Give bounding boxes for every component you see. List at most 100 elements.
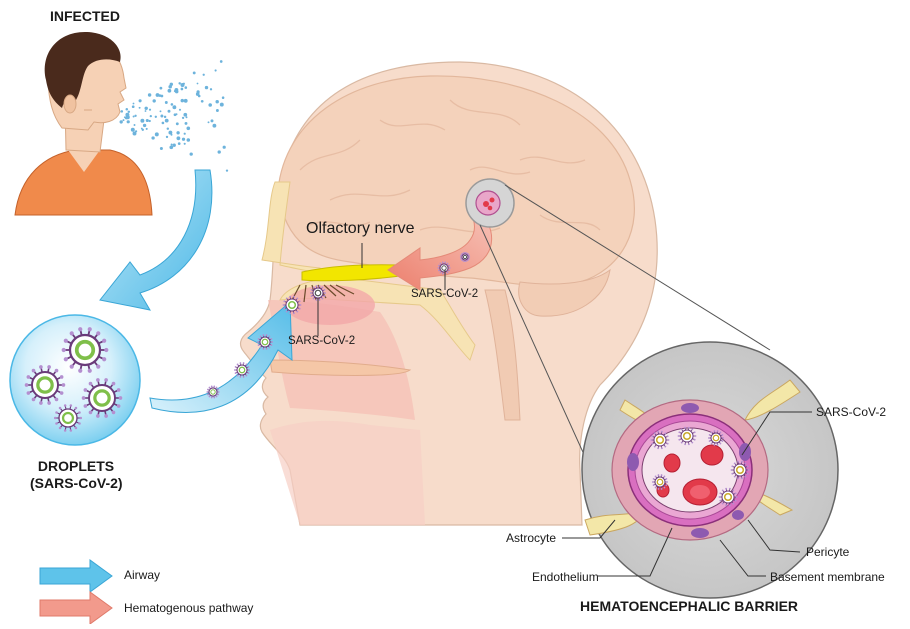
droplet-dot (193, 71, 196, 74)
droplet-dot (133, 103, 135, 105)
sars-nerve-label: SARS-CoV-2 (411, 288, 478, 300)
legend-hematogenous-label: Hematogenous pathway (124, 601, 253, 615)
droplets-label: DROPLETS (SARS-CoV-2) (30, 458, 122, 492)
droplet-dot (176, 113, 178, 115)
astrocyte-label: Astrocyte (506, 531, 556, 545)
droplet-dot (171, 143, 173, 145)
droplet-dot (132, 105, 135, 108)
droplet-dot (198, 95, 201, 98)
droplet-dot (215, 100, 218, 103)
droplet-dot (205, 86, 208, 89)
droplet-dot (146, 128, 148, 130)
pericyte-label: Pericyte (806, 545, 849, 559)
droplet-dot (167, 127, 169, 129)
droplet-dot (166, 136, 168, 138)
droplet-dot (175, 88, 179, 92)
droplet-dot (197, 83, 199, 85)
droplet-dot (211, 119, 214, 122)
barrier-inset (582, 342, 838, 598)
droplet-dot (183, 113, 187, 117)
droplets-label-line2: (SARS-CoV-2) (30, 475, 122, 492)
droplet-dot (220, 103, 224, 107)
droplet-dot (216, 109, 219, 112)
droplet-dot (148, 93, 151, 96)
droplet-dot (176, 136, 180, 140)
droplet-dot (215, 69, 217, 71)
droplet-dot (150, 115, 152, 117)
droplet-dot (125, 113, 129, 117)
droplet-dot (212, 124, 216, 128)
droplet-dot (184, 133, 186, 135)
droplets-label-line1: DROPLETS (30, 458, 122, 475)
droplet-dot (123, 119, 125, 121)
droplet-dot (220, 60, 223, 63)
droplet-dot (144, 107, 147, 110)
droplet-dot (134, 115, 136, 117)
droplet-dot (183, 83, 185, 85)
droplet-dot (128, 111, 130, 113)
droplet-dot (155, 132, 159, 136)
droplet-dot (203, 74, 205, 76)
endothelium-label: Endothelium (532, 570, 599, 584)
droplet-dot (134, 124, 136, 126)
droplet-dot (120, 120, 123, 123)
droplet-dot (176, 131, 179, 134)
droplet-dot (155, 116, 157, 118)
droplet-dot (165, 119, 169, 123)
droplet-dot (153, 99, 156, 102)
droplet-dot (223, 146, 226, 149)
droplet-dot (179, 109, 181, 111)
droplet-dot (176, 122, 179, 125)
droplet-dot (174, 105, 176, 107)
droplet-dot (178, 142, 181, 145)
droplet-dot (182, 138, 185, 141)
droplet-dot (160, 115, 163, 118)
droplet-dot (168, 110, 171, 113)
barrier-title: HEMATOENCEPHALIC BARRIER (580, 598, 798, 614)
legend-airway-arrow (40, 560, 112, 592)
droplet-dot (139, 107, 141, 109)
droplet-dot (169, 145, 173, 149)
droplet-dot (181, 99, 185, 103)
droplet-dot (190, 152, 193, 155)
droplet-dot (187, 138, 191, 142)
droplet-dot (186, 126, 190, 130)
basement-membrane-label: Basement membrane (770, 570, 885, 584)
droplet-dot (184, 99, 188, 103)
droplet-dot (161, 95, 164, 98)
droplet-dot (135, 130, 137, 132)
droplet-dot (125, 116, 128, 119)
droplet-dot (126, 108, 129, 111)
droplet-dot (131, 128, 135, 132)
droplet-dot (197, 90, 200, 93)
droplet-dot (149, 120, 151, 122)
droplet-dot (145, 110, 147, 112)
droplet-dot (140, 119, 144, 123)
droplet-dot (160, 110, 162, 112)
droplet-dot (127, 120, 130, 123)
olfactory-nerve-label: Olfactory nerve (306, 220, 414, 238)
droplet-dot (171, 103, 174, 106)
droplet-dot (141, 128, 143, 130)
droplet-dot (168, 89, 172, 93)
exhaled-droplets (120, 60, 229, 172)
droplet-dot (181, 88, 184, 91)
droplets-bubble (10, 315, 140, 445)
infected-person (15, 32, 152, 215)
droplet-dot (185, 86, 188, 89)
droplet-dot (143, 124, 146, 127)
sars-barrier-label: SARS-CoV-2 (816, 405, 886, 419)
droplet-dot (210, 88, 212, 90)
droplet-dot (160, 87, 163, 90)
droplet-dot (121, 110, 124, 113)
droplet-dot (149, 109, 151, 111)
droplet-dot (162, 122, 165, 125)
sars-nasal-label: SARS-CoV-2 (288, 335, 355, 347)
droplet-dot (160, 147, 163, 150)
droplet-dot (222, 96, 225, 99)
droplet-dot (208, 103, 212, 107)
droplet-dot (133, 116, 135, 118)
droplet-dot (226, 169, 228, 171)
droplet-dot (186, 116, 188, 118)
